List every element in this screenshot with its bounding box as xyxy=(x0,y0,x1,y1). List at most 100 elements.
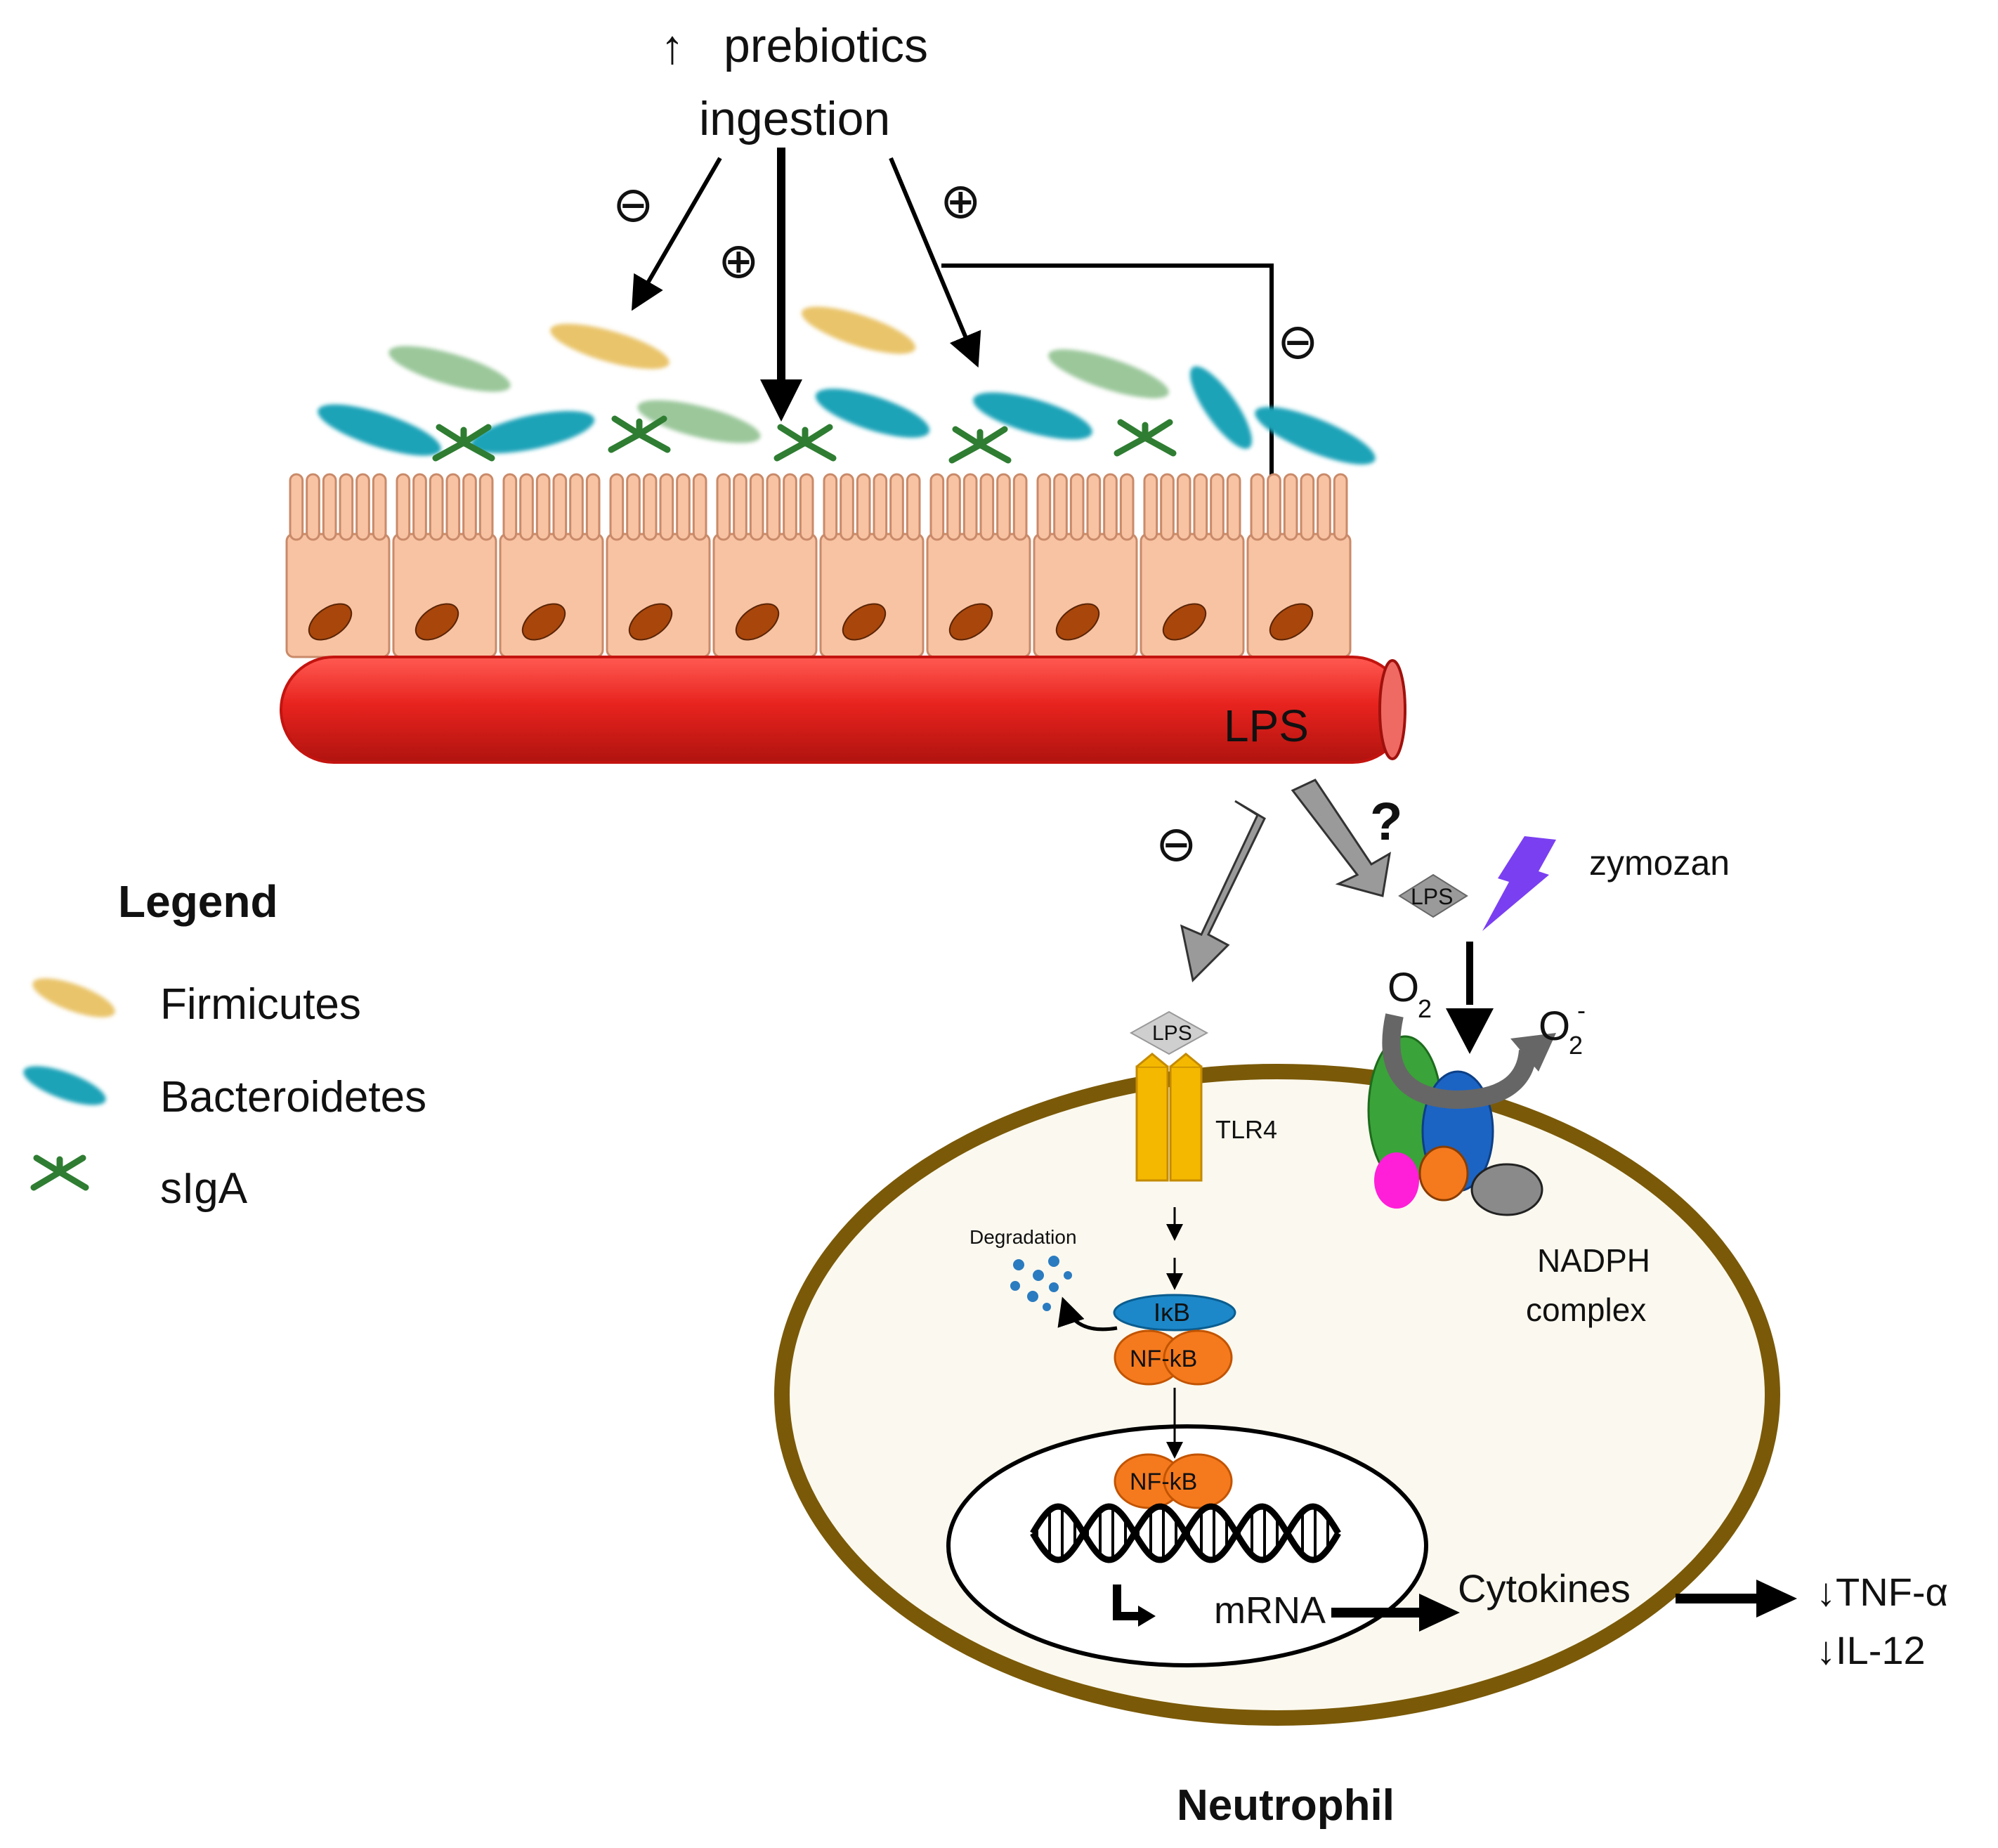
o2-conversion-arrow xyxy=(1382,1013,1537,1110)
il12-label: ↓IL-12 xyxy=(1816,1628,1926,1672)
bacterium-bacteroidetes xyxy=(973,392,1092,440)
lps-nadph-label: LPS xyxy=(1411,884,1453,909)
siga-antibody xyxy=(1114,419,1177,457)
microvillus xyxy=(1317,473,1331,541)
bacterium-green xyxy=(388,346,511,392)
o2-out-superscript: - xyxy=(1577,996,1586,1024)
bacterium-bacteroidetes xyxy=(470,410,595,454)
epithelial-nucleus xyxy=(414,603,459,641)
microvillus xyxy=(1267,473,1281,541)
plus-sign-bacteroidetes: ⊕ xyxy=(940,174,981,228)
microvillus xyxy=(609,473,625,541)
legend-title: Legend xyxy=(118,876,278,927)
epithelial-cell xyxy=(1246,533,1352,658)
vessel-lps-label: LPS xyxy=(1224,701,1309,751)
siga-antibody xyxy=(948,426,1012,464)
nfkb-nuclear-subunit xyxy=(1163,1453,1233,1509)
microvillus xyxy=(1103,473,1118,541)
microvillus xyxy=(322,473,337,541)
activation-head xyxy=(1446,1008,1494,1054)
dna-helix xyxy=(1030,1503,1341,1563)
epithelial-nucleus xyxy=(842,603,887,641)
microvillus xyxy=(1300,473,1315,541)
minus-sign-lps: ⊖ xyxy=(1277,314,1319,369)
epithelial-nucleus xyxy=(1269,603,1314,641)
microvillus xyxy=(889,473,904,541)
epithelial-cell xyxy=(499,533,604,658)
cytokines-label: Cytokines xyxy=(1458,1566,1631,1611)
bacterium-bacteroidetes xyxy=(1189,366,1253,449)
degradation-fragments xyxy=(1010,1256,1072,1311)
microvillus xyxy=(929,473,945,541)
grey-arrow-to-tlr4 xyxy=(1180,800,1266,983)
microvillus xyxy=(1036,473,1052,541)
nfkb-subunit xyxy=(1163,1329,1233,1386)
bacterium-firmicutes xyxy=(550,323,670,370)
ikb-protein xyxy=(1113,1294,1236,1332)
microvillus xyxy=(289,473,304,541)
microvillus xyxy=(1069,473,1085,541)
bacterium-bacteroidetes xyxy=(1255,406,1376,465)
microvillus xyxy=(412,473,427,541)
bacterium-green xyxy=(1048,349,1169,398)
microbiota-layer xyxy=(318,306,1376,465)
microvillus xyxy=(783,473,797,541)
ikb-label: IκB xyxy=(1154,1298,1190,1327)
minus-sign-tlr4: ⊖ xyxy=(1156,816,1197,871)
degradation-arrow xyxy=(1057,1296,1118,1332)
nfkb-nuc-label: NF-kB xyxy=(1130,1469,1197,1495)
microvillus xyxy=(626,473,641,541)
mrna-label: mRNA xyxy=(1214,1589,1326,1632)
microvillus xyxy=(1143,473,1158,541)
minus-sign-firmicutes: ⊖ xyxy=(613,177,654,232)
microvillus xyxy=(906,473,921,541)
intestinal-epithelium xyxy=(285,473,1352,658)
plus-sign-siga: ⊕ xyxy=(718,233,759,288)
microvillus xyxy=(396,473,411,541)
microvillus xyxy=(355,473,370,541)
microvillus xyxy=(429,473,444,541)
microvillus xyxy=(996,473,1011,541)
bacterium-firmicutes xyxy=(801,306,916,354)
microvillus xyxy=(1053,473,1068,541)
prebiotics-label: prebiotics xyxy=(724,19,928,72)
transcription-start xyxy=(1113,1585,1140,1620)
legend-bacteroidetes-label: Bacteroidetes xyxy=(160,1073,426,1121)
microvillus xyxy=(946,473,961,541)
siga-antibody xyxy=(773,424,837,462)
nadph-subunit-grey xyxy=(1470,1163,1543,1216)
zymozan-bolt xyxy=(1482,836,1556,931)
bacterium-bacteroidetes xyxy=(318,404,441,456)
nfkb-cyto-label: NF-kB xyxy=(1130,1346,1197,1372)
arrow-to-siga-head xyxy=(760,379,802,422)
legend: Legend Firmicutes Bacteroidetes sIgA xyxy=(23,876,426,1213)
microvillus xyxy=(502,473,518,541)
cytokines-output-head xyxy=(1756,1580,1797,1618)
microvillus xyxy=(716,473,731,541)
microvillus xyxy=(478,473,494,541)
lps-on-tlr4-label: LPS xyxy=(1152,1022,1192,1045)
degradation-label: Degradation xyxy=(969,1226,1077,1248)
legend-siga-label: sIgA xyxy=(160,1164,248,1213)
epithelial-nucleus xyxy=(628,603,673,641)
epithelial-nucleus xyxy=(308,603,353,641)
microvillus xyxy=(642,473,658,541)
microvillus xyxy=(462,473,477,541)
question-mark: ? xyxy=(1370,792,1402,852)
microvillus xyxy=(840,473,854,541)
tnf-alpha-label: ↓TNF-α xyxy=(1816,1570,1948,1614)
epithelial-cell xyxy=(1033,533,1138,658)
legend-firmicutes-swatch xyxy=(32,978,115,1017)
microvillus xyxy=(1086,473,1102,541)
legend-siga-swatch xyxy=(30,1154,89,1191)
arrow-to-firmicutes xyxy=(631,157,722,311)
o2-out-subscript: 2 xyxy=(1569,1031,1583,1060)
microvillus xyxy=(1250,473,1265,541)
epithelial-cell xyxy=(606,533,711,658)
microvillus xyxy=(445,473,461,541)
microvillus xyxy=(659,473,674,541)
microvillus xyxy=(519,473,534,541)
microvillus xyxy=(1160,473,1175,541)
